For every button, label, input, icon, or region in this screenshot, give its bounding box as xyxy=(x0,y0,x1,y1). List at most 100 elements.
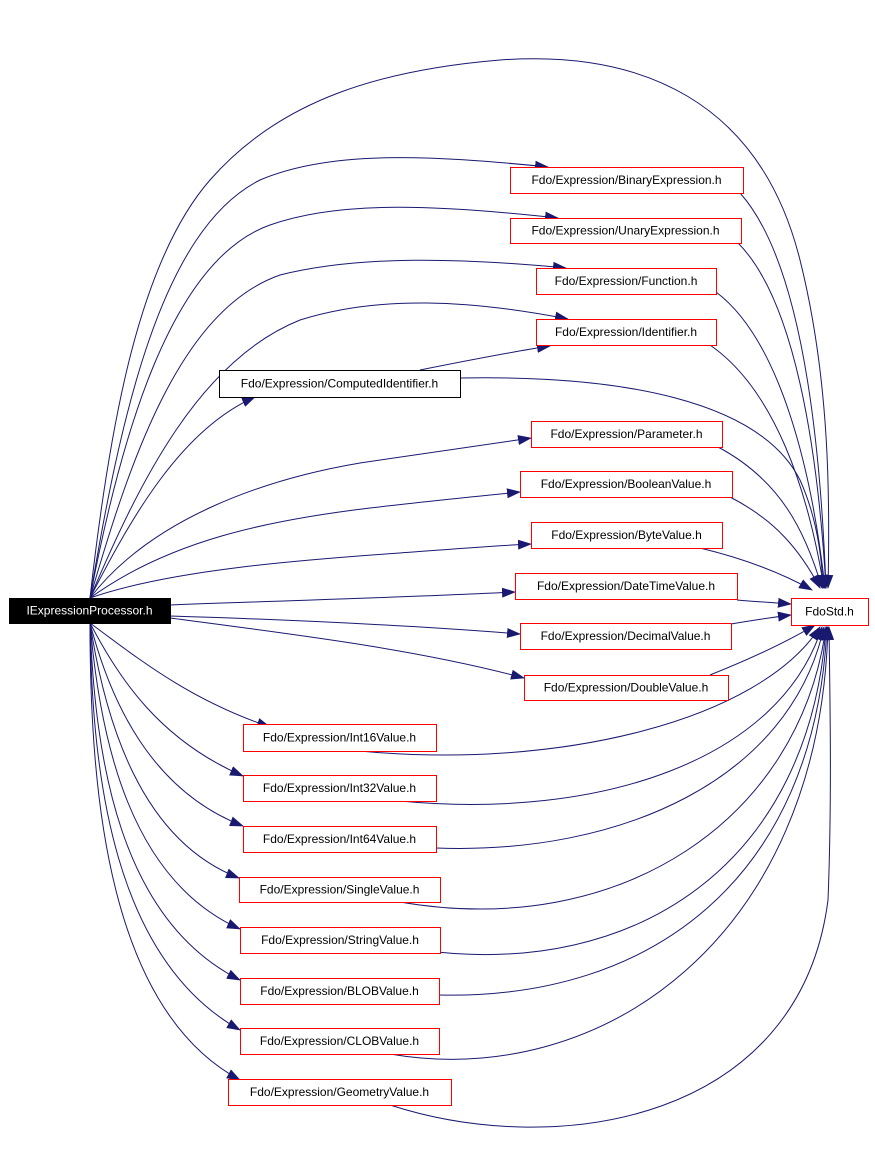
edge-root-datetime xyxy=(169,587,516,606)
node-int64[interactable]: Fdo/Expression/Int64Value.h xyxy=(243,826,437,853)
node-box-geometry xyxy=(228,1079,452,1106)
node-box-parameter xyxy=(531,421,723,448)
node-label-single: Fdo/Expression/SingleValue.h xyxy=(260,883,420,897)
node-box-blob xyxy=(240,978,440,1005)
edge-function-fdostd xyxy=(715,291,829,589)
node-label-geometry: Fdo/Expression/GeometryValue.h xyxy=(250,1085,429,1099)
node-computed[interactable]: Fdo/Expression/ComputedIdentifier.h xyxy=(219,370,461,398)
node-box-binary xyxy=(510,167,744,194)
node-label-byte: Fdo/Expression/ByteValue.h xyxy=(551,528,702,542)
edge-root-string xyxy=(89,622,241,930)
node-label-decimal: Fdo/Expression/DecimalValue.h xyxy=(541,629,711,643)
edge-unary-fdostd xyxy=(737,242,831,589)
node-box-fdostd xyxy=(791,598,869,626)
node-binary[interactable]: Fdo/Expression/BinaryExpression.h xyxy=(510,167,744,194)
node-parameter[interactable]: Fdo/Expression/Parameter.h xyxy=(531,421,723,448)
node-datetime[interactable]: Fdo/Expression/DateTimeValue.h xyxy=(515,573,738,600)
edge-root-boolean xyxy=(89,488,521,599)
edge-root-decimal xyxy=(169,615,521,638)
edge-root-function xyxy=(89,259,567,599)
node-label-function: Fdo/Expression/Function.h xyxy=(555,274,698,288)
edge-root-geometry xyxy=(89,622,241,1081)
node-fdostd[interactable]: FdoStd.h xyxy=(791,598,869,626)
edge-computed-fdostd xyxy=(459,377,828,589)
node-layer: IExpressionProcessor.h Fdo/Expression/Bin… xyxy=(9,167,869,1106)
edge-root-binary xyxy=(89,157,549,599)
edge-identifier-fdostd xyxy=(709,344,827,589)
node-label-binary: Fdo/Expression/BinaryExpression.h xyxy=(531,173,721,187)
node-label-fdostd: FdoStd.h xyxy=(805,605,854,619)
edge-root-unary xyxy=(89,206,559,599)
edge-single-fdostd xyxy=(399,626,830,910)
node-label-int16: Fdo/Expression/Int16Value.h xyxy=(263,731,416,745)
edge-datetime-fdostd xyxy=(736,597,792,608)
node-int32[interactable]: Fdo/Expression/Int32Value.h xyxy=(243,775,437,802)
edge-double-fdostd xyxy=(709,624,816,676)
node-decimal[interactable]: Fdo/Expression/DecimalValue.h xyxy=(520,623,732,650)
node-box-function xyxy=(536,268,717,295)
node-label-int64: Fdo/Expression/Int64Value.h xyxy=(263,832,416,846)
node-label-string: Fdo/Expression/StringValue.h xyxy=(261,933,419,947)
node-label-computed: Fdo/Expression/ComputedIdentifier.h xyxy=(241,377,438,391)
edge-binary-fdostd xyxy=(739,192,831,589)
node-box-identifier xyxy=(536,319,717,346)
edge-root-fdostd xyxy=(89,58,834,599)
node-box-single xyxy=(239,877,441,903)
node-int16[interactable]: Fdo/Expression/Int16Value.h xyxy=(243,724,437,752)
edge-string-fdostd xyxy=(419,626,831,955)
edge-decimal-fdostd xyxy=(730,611,792,625)
node-blob[interactable]: Fdo/Expression/BLOBValue.h xyxy=(240,978,440,1005)
edge-root-int16 xyxy=(89,622,271,728)
node-label-root: IExpressionProcessor.h xyxy=(26,604,152,618)
node-unary[interactable]: Fdo/Expression/UnaryExpression.h xyxy=(510,218,742,244)
node-label-datetime: Fdo/Expression/DateTimeValue.h xyxy=(537,579,715,593)
edge-root-blob xyxy=(89,622,241,981)
node-label-int32: Fdo/Expression/Int32Value.h xyxy=(263,781,416,795)
edge-int32-fdostd xyxy=(399,626,823,805)
node-box-root xyxy=(9,598,171,624)
node-label-clob: Fdo/Expression/CLOBValue.h xyxy=(260,1034,419,1048)
node-box-int64 xyxy=(243,826,437,853)
node-single[interactable]: Fdo/Expression/SingleValue.h xyxy=(239,877,441,903)
node-box-unary xyxy=(510,218,742,244)
node-label-unary: Fdo/Expression/UnaryExpression.h xyxy=(531,224,719,238)
edge-clob-fdostd xyxy=(389,626,833,1060)
node-boolean[interactable]: Fdo/Expression/BooleanValue.h xyxy=(520,471,733,498)
node-identifier[interactable]: Fdo/Expression/Identifier.h xyxy=(536,319,717,346)
node-box-int32 xyxy=(243,775,437,802)
node-label-double: Fdo/Expression/DoubleValue.h xyxy=(544,681,709,695)
node-label-boolean: Fdo/Expression/BooleanValue.h xyxy=(541,477,712,491)
node-box-datetime xyxy=(515,573,738,600)
node-box-boolean xyxy=(520,471,733,498)
edge-root-byte xyxy=(89,539,532,599)
node-clob[interactable]: Fdo/Expression/CLOBValue.h xyxy=(240,1028,440,1055)
node-box-byte xyxy=(531,522,723,549)
node-box-decimal xyxy=(520,623,732,650)
node-label-parameter: Fdo/Expression/Parameter.h xyxy=(550,427,702,441)
node-string[interactable]: Fdo/Expression/StringValue.h xyxy=(240,927,441,954)
edge-root-identifier xyxy=(89,302,569,599)
edge-root-int32 xyxy=(89,622,244,777)
edge-geometry-fdostd xyxy=(389,626,835,1128)
edge-boolean-fdostd xyxy=(729,496,821,589)
node-geometry[interactable]: Fdo/Expression/GeometryValue.h xyxy=(228,1079,452,1106)
edge-parameter-fdostd xyxy=(717,446,824,589)
edge-root-computed xyxy=(89,396,256,599)
node-box-string xyxy=(240,927,441,954)
node-double[interactable]: Fdo/Expression/DoubleValue.h xyxy=(524,675,729,701)
node-root[interactable]: IExpressionProcessor.h xyxy=(9,598,171,624)
edge-root-single xyxy=(89,622,240,879)
edge-root-clob xyxy=(89,622,241,1031)
edge-byte-fdostd xyxy=(699,547,813,591)
edge-root-double xyxy=(169,617,525,680)
node-label-blob: Fdo/Expression/BLOBValue.h xyxy=(260,984,419,998)
edge-root-int64 xyxy=(89,622,244,827)
edge-root-parameter xyxy=(89,435,532,599)
node-box-int16 xyxy=(243,724,437,752)
node-box-double xyxy=(524,675,729,701)
node-byte[interactable]: Fdo/Expression/ByteValue.h xyxy=(531,522,723,549)
edge-int16-fdostd xyxy=(359,626,821,756)
node-function[interactable]: Fdo/Expression/Function.h xyxy=(536,268,717,295)
edge-computed-identifier xyxy=(419,342,551,371)
